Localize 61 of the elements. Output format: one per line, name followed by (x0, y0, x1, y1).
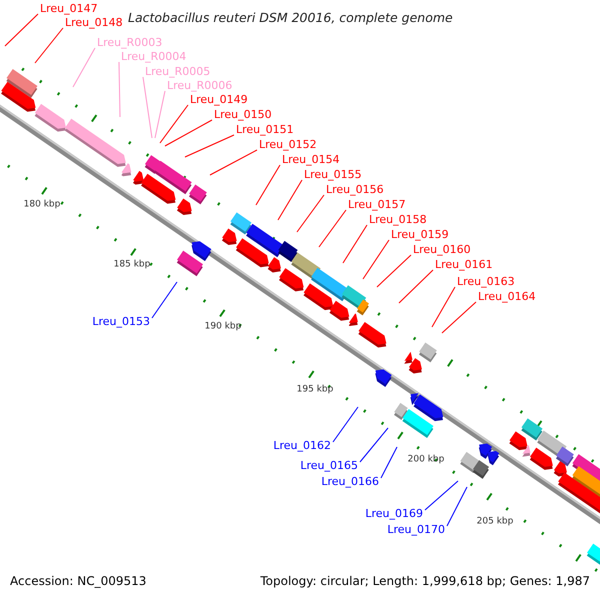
leader-line (442, 302, 476, 334)
gene-label: Lreu_0164 (478, 290, 536, 303)
gene-label: Lreu_0155 (304, 168, 362, 181)
gene-label: Lreu_R0006 (167, 79, 232, 92)
leader-line (296, 194, 324, 232)
gene-label: Lreu_0166 (321, 475, 379, 488)
gene-label: Lreu_0160 (413, 243, 471, 256)
gene-label: Lreu_0169 (365, 507, 423, 520)
gene-label: Lreu_0161 (435, 258, 493, 271)
scale-label: 200 kbp (408, 453, 444, 466)
leader-line (256, 164, 280, 206)
leader-line (360, 428, 388, 462)
scale-label: 195 kbp (296, 383, 334, 396)
gene-label: Lreu_0150 (214, 108, 272, 121)
leader-line (424, 480, 458, 510)
leader-line (152, 282, 178, 318)
leader-line (398, 270, 434, 304)
gene-label: Lreu_0153 (92, 315, 150, 328)
leader-line (362, 240, 390, 280)
leader-line (342, 224, 368, 264)
scale-label: 205 kbp (476, 515, 514, 528)
gene-label: Lreu_0156 (326, 183, 384, 196)
leader-line (118, 62, 120, 118)
leader-line (332, 406, 358, 442)
footer-text: Topology: circular; Length: 1,999,618 bp; Genes: 1,987 (260, 573, 590, 590)
leader-line (160, 104, 188, 144)
gene-label: Lreu_0152 (259, 138, 317, 151)
leader-line (142, 76, 152, 138)
gene-label: Lreu_R0003 (97, 36, 162, 49)
leader-line (446, 486, 468, 526)
scale-label: 180 kbp (24, 198, 60, 212)
gene-label: Lreu_0158 (369, 213, 427, 226)
gene-label: Lreu_0170 (387, 523, 445, 536)
leader-line (278, 180, 302, 220)
gene-label: Lreu_0163 (457, 275, 515, 288)
leader-line (432, 286, 456, 328)
gene-label: Lreu_0147 (40, 2, 98, 15)
gene-label: Lreu_0149 (190, 93, 248, 106)
scale-label: 190 kbp (204, 320, 242, 334)
scale-label: 185 kbp (114, 258, 150, 272)
leader-line (154, 90, 166, 138)
gene-label: Lreu_R0005 (145, 65, 210, 78)
footer-text: Accession: NC_009513 (10, 573, 146, 590)
leader-line (164, 120, 212, 146)
gene-label: Lreu_0148 (65, 16, 123, 29)
leader-line (318, 210, 346, 248)
gene-label: Lreu_0159 (391, 228, 449, 241)
gene-label: Lreu_0165 (300, 459, 358, 472)
leader-line (34, 28, 64, 64)
leader-line (376, 254, 412, 288)
leader-line (72, 48, 96, 88)
leader-line (184, 134, 234, 158)
leader-line (380, 446, 398, 478)
leader-line (210, 150, 258, 176)
gene-label: Lreu_0154 (282, 153, 340, 166)
gene-label: Lreu_0151 (236, 123, 294, 136)
leader-line (4, 14, 38, 46)
gene-label: Lreu_R0004 (121, 50, 186, 63)
title: Lactobacillus reuteri DSM 20016, complete genome (128, 10, 453, 26)
gene-label: Lreu_0162 (273, 439, 331, 452)
gene-label: Lreu_0157 (348, 198, 406, 211)
